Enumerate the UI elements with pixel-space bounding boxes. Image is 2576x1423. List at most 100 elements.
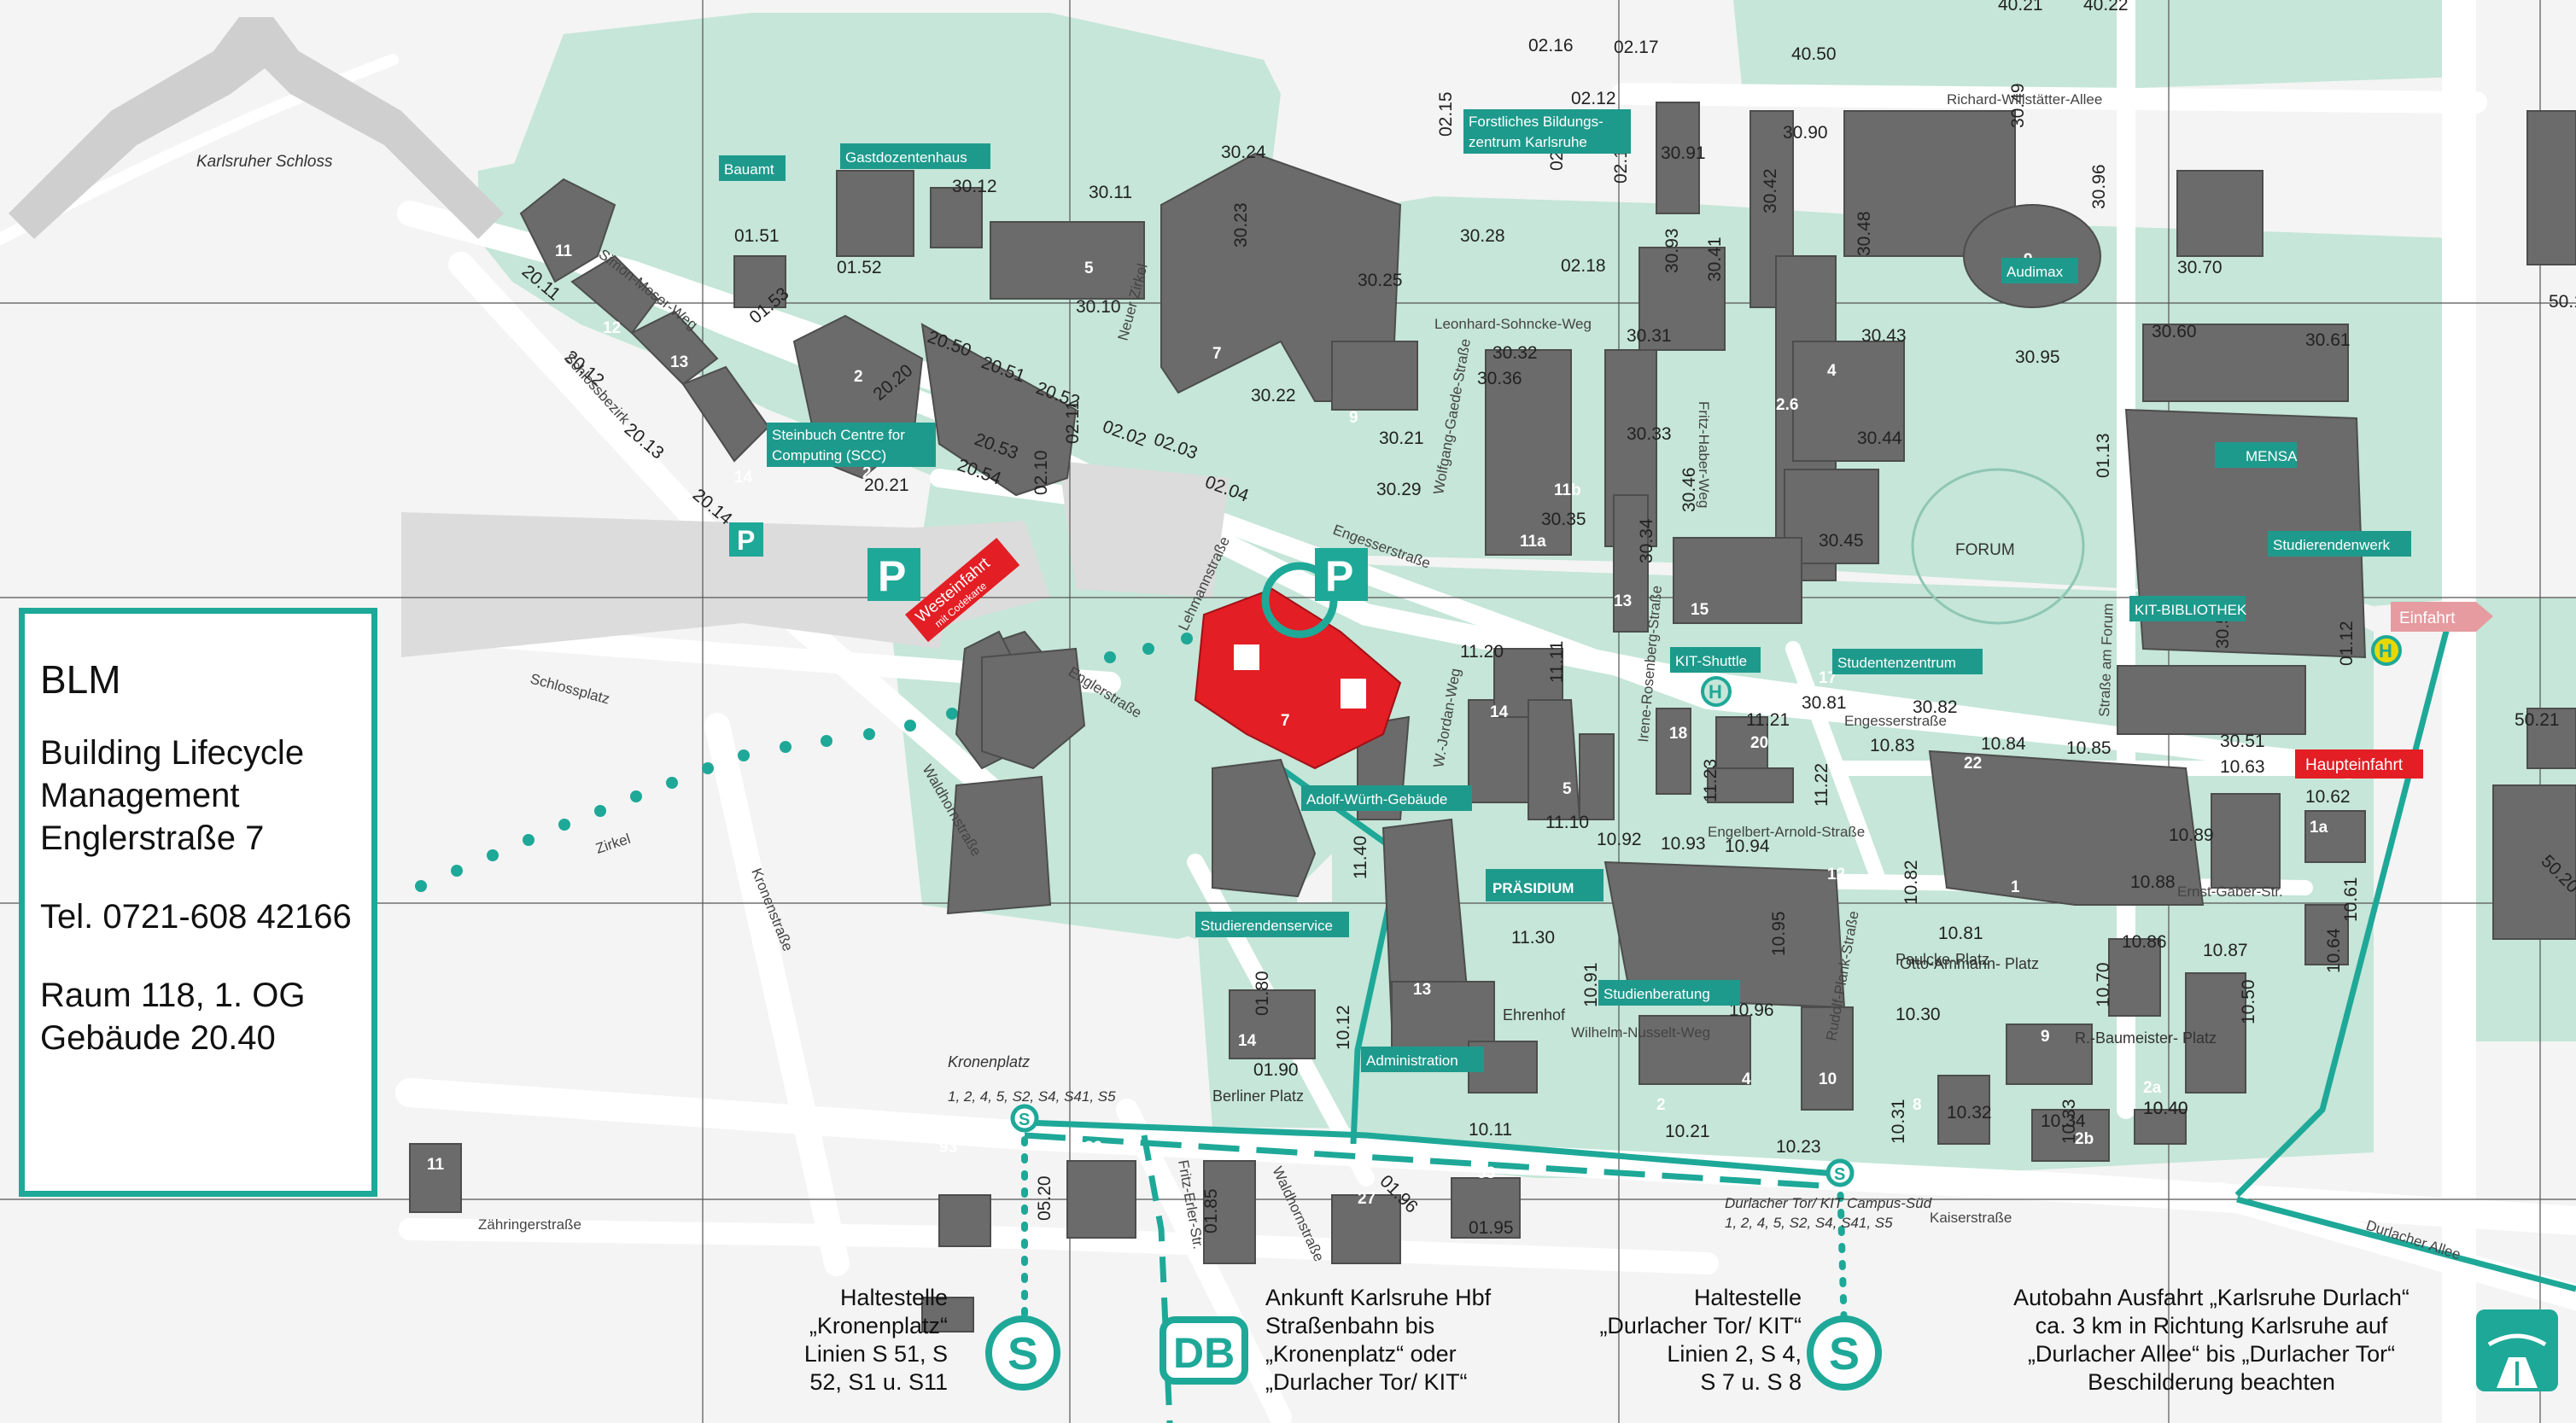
building-id-label: 10.63 <box>2220 757 2265 777</box>
svg-text:2a: 2a <box>2143 1079 2162 1097</box>
building-id-label: 02.18 <box>1561 256 1606 276</box>
building-id-label: 10.88 <box>2130 872 2176 892</box>
svg-text:93: 93 <box>939 1139 957 1157</box>
info-address: Englerstraße 7 <box>40 819 265 857</box>
info-building: Gebäude 20.40 <box>40 1019 276 1057</box>
tag-praesidium: PRÄSIDIUM <box>1486 869 1603 901</box>
bus-stop-icon: H <box>1701 676 1732 707</box>
building-id-label: 10.89 <box>2169 825 2214 845</box>
caption-hauptbahnhof: Ankunft Karlsruhe Hbf Straßenbahn bis „K… <box>1265 1285 1492 1395</box>
building-id-label: 02.11 <box>1063 400 1083 444</box>
svg-text:13: 13 <box>1614 592 1632 610</box>
building-id-label: 30.24 <box>1221 143 1266 162</box>
info-line: Management <box>40 777 240 814</box>
svg-text:P: P <box>1325 552 1353 600</box>
building-id-label: 40.21 <box>1998 0 2043 15</box>
svg-text:S: S <box>1834 1165 1845 1184</box>
building-id-label: 30.95 <box>2015 347 2060 367</box>
svg-text:5: 5 <box>1084 260 1094 277</box>
svg-text:Administration: Administration <box>1366 1053 1458 1069</box>
tag-mensa: MENSA <box>2215 442 2298 468</box>
building-id-label: 11.30 <box>1511 928 1555 948</box>
building-id-label: 30.43 <box>1861 326 1907 346</box>
building-id-label: 30.22 <box>1251 386 1296 405</box>
svg-text:Engelbert-Arnold-Straße: Engelbert-Arnold-Straße <box>1708 824 1865 840</box>
building-id-label: 30.46 <box>1679 467 1699 512</box>
svg-text:Einfahrt: Einfahrt <box>2399 609 2456 627</box>
svg-text:Studentenzentrum: Studentenzentrum <box>1837 655 1956 671</box>
building-id-label: 30.42 <box>1761 168 1780 213</box>
svg-text:2: 2 <box>862 464 872 482</box>
svg-text:1, 2, 4, 5, S2, S4, S41, S5: 1, 2, 4, 5, S2, S4, S41, S5 <box>948 1088 1116 1105</box>
building-id-label: 30.70 <box>2177 258 2223 277</box>
svg-text:2.6: 2.6 <box>1776 396 1798 414</box>
building-id-label: 30.49 <box>2008 83 2028 128</box>
svg-text:17: 17 <box>1819 669 1837 687</box>
tram-stop-kronenplatz-icon: S <box>1010 1104 1039 1133</box>
svg-text:Bauamt: Bauamt <box>724 161 774 178</box>
building-id-label: 30.11 <box>1089 183 1132 202</box>
building-id-label: 10.93 <box>1661 834 1706 854</box>
building-id-label: 50.1 <box>2549 292 2576 312</box>
building-id-label: 01.51 <box>734 226 780 246</box>
svg-text:11b: 11b <box>1554 481 1581 499</box>
building-id-label: 10.11 <box>1469 1120 1512 1140</box>
autobahn-icon <box>2476 1309 2558 1391</box>
building-id-label: 10.95 <box>1769 911 1789 956</box>
svg-text:H: H <box>1709 681 1722 703</box>
svg-text:Haupteinfahrt: Haupteinfahrt <box>2305 756 2404 774</box>
svg-text:Studierendenwerk: Studierendenwerk <box>2273 537 2391 553</box>
haupteinfahrt-sign: Haupteinfahrt <box>2295 749 2423 779</box>
building-id-label: 10.87 <box>2203 941 2248 960</box>
svg-text:12: 12 <box>1827 866 1845 884</box>
schloss-label: Karlsruher Schloss <box>196 153 333 171</box>
svg-text:14: 14 <box>734 469 753 487</box>
svg-text:22: 22 <box>1964 755 1982 773</box>
building-id-label: 30.44 <box>1857 429 1902 448</box>
building-id-label: 30.28 <box>1460 226 1505 246</box>
svg-text:4: 4 <box>1742 1070 1751 1088</box>
svg-text:18: 18 <box>1669 725 1687 743</box>
tag-gastdozentenhaus: Gastdozentenhaus <box>840 143 990 169</box>
sbahn-kronenplatz-icon: S <box>985 1315 1060 1391</box>
svg-text:KIT-BIBLIOTHEK: KIT-BIBLIOTHEK <box>2135 602 2247 618</box>
building-id-labels: 40.5040.2140.2202.1602.1702.1202.1502.14… <box>518 0 2576 1238</box>
svg-text:Adolf-Würth-Gebäude: Adolf-Würth-Gebäude <box>1306 791 1447 808</box>
svg-text:Studierendenservice: Studierendenservice <box>1200 918 1333 934</box>
tag-studentenzentrum: Studentenzentrum <box>1832 649 1983 674</box>
svg-text:20: 20 <box>1750 734 1768 752</box>
building-id-label: 30.31 <box>1627 326 1672 346</box>
building-id-label: 30.90 <box>1783 123 1828 143</box>
svg-text:1a: 1a <box>2310 819 2328 837</box>
svg-text:53: 53 <box>1477 1164 1495 1182</box>
building-id-label: 50.21 <box>2515 710 2560 730</box>
caption-autobahn: Autobahn Ausfahrt „Karlsruhe Durlach“ ca… <box>2013 1285 2410 1395</box>
svg-text:S: S <box>1008 1328 1038 1379</box>
tag-administration: Administration <box>1361 1047 1484 1072</box>
db-icon: DB <box>1159 1316 1248 1385</box>
svg-text:Engesserstraße: Engesserstraße <box>1844 713 1947 729</box>
svg-text:R.-Baumeister- Platz: R.-Baumeister- Platz <box>2075 1029 2217 1047</box>
svg-text:Otto-Ammann- Platz: Otto-Ammann- Platz <box>1900 955 2039 972</box>
parking-icon: P <box>1315 548 1368 601</box>
svg-text:DB: DB <box>1173 1329 1235 1377</box>
svg-text:14: 14 <box>1238 1032 1257 1050</box>
svg-text:2b: 2b <box>2075 1130 2094 1148</box>
building-id-label: 10.30 <box>1895 1005 1941 1024</box>
building-id-label: 10.33 <box>2059 1099 2079 1144</box>
bus-stop-icon: H <box>2371 635 2402 666</box>
building-id-label: 30.51 <box>2220 732 2265 751</box>
building-id-label: 01.85 <box>1201 1188 1221 1233</box>
building-id-label: 10.91 <box>1581 962 1601 1007</box>
building-id-label: 30.12 <box>952 177 997 196</box>
svg-text:9: 9 <box>1349 409 1358 427</box>
svg-text:10: 10 <box>1819 1070 1837 1088</box>
building-id-label: 40.50 <box>1791 44 1837 64</box>
svg-text:14: 14 <box>1490 703 1509 721</box>
building-id-label: 11.20 <box>1460 642 1504 662</box>
svg-text:PRÄSIDIUM: PRÄSIDIUM <box>1492 880 1574 896</box>
building-id-label: 11.22 <box>1812 763 1831 807</box>
svg-text:P: P <box>737 525 755 556</box>
